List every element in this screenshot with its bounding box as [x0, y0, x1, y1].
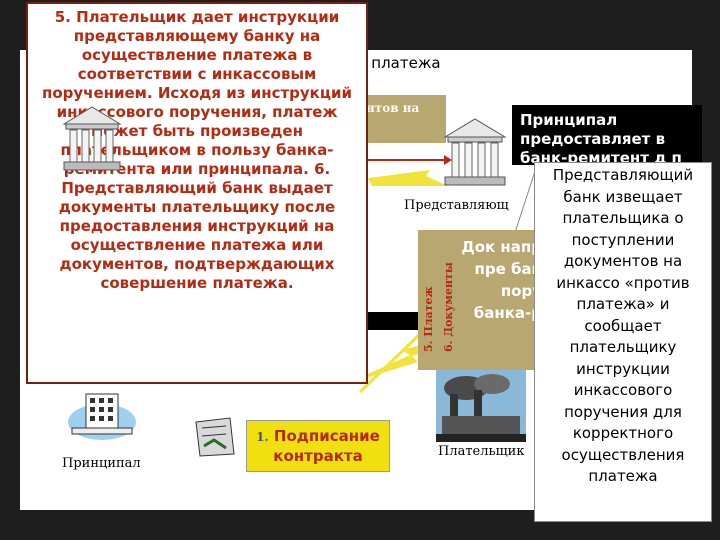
sign-contract-box: 1. Подписание контракта [246, 420, 390, 472]
contract-step-number: 1. [256, 430, 269, 444]
bank-icon [60, 104, 124, 174]
principal-info-box: Принципал предоставляет в банк-ремитент … [512, 105, 702, 165]
handshake-icon [192, 414, 238, 460]
office-building-icon [62, 384, 142, 444]
payment-instructions-callout: 5. Плательщик дает инструкции представля… [26, 2, 368, 384]
bolt-arrow-1 [368, 170, 448, 186]
documents-box-text: Док напр пре бан пору банка-р [461, 238, 542, 322]
notification-callout: Представляющий банк извещает плательщика… [534, 162, 712, 522]
principal-caption: Принципал [62, 456, 141, 471]
bank-icon [440, 115, 510, 190]
factory-icon [436, 370, 526, 442]
notification-text: Представляющий банк извещает плательщика… [553, 166, 693, 485]
presenting-bank-caption: Представляющ [404, 198, 509, 213]
label-documents: 6. Документы [442, 262, 455, 352]
contract-label: Подписание контракта [273, 427, 380, 465]
documents-strip: 5. Платеж 6. Документы [422, 232, 462, 352]
label-payment: 5. Платеж [422, 286, 435, 352]
payer-caption: Плательщик [438, 444, 524, 459]
